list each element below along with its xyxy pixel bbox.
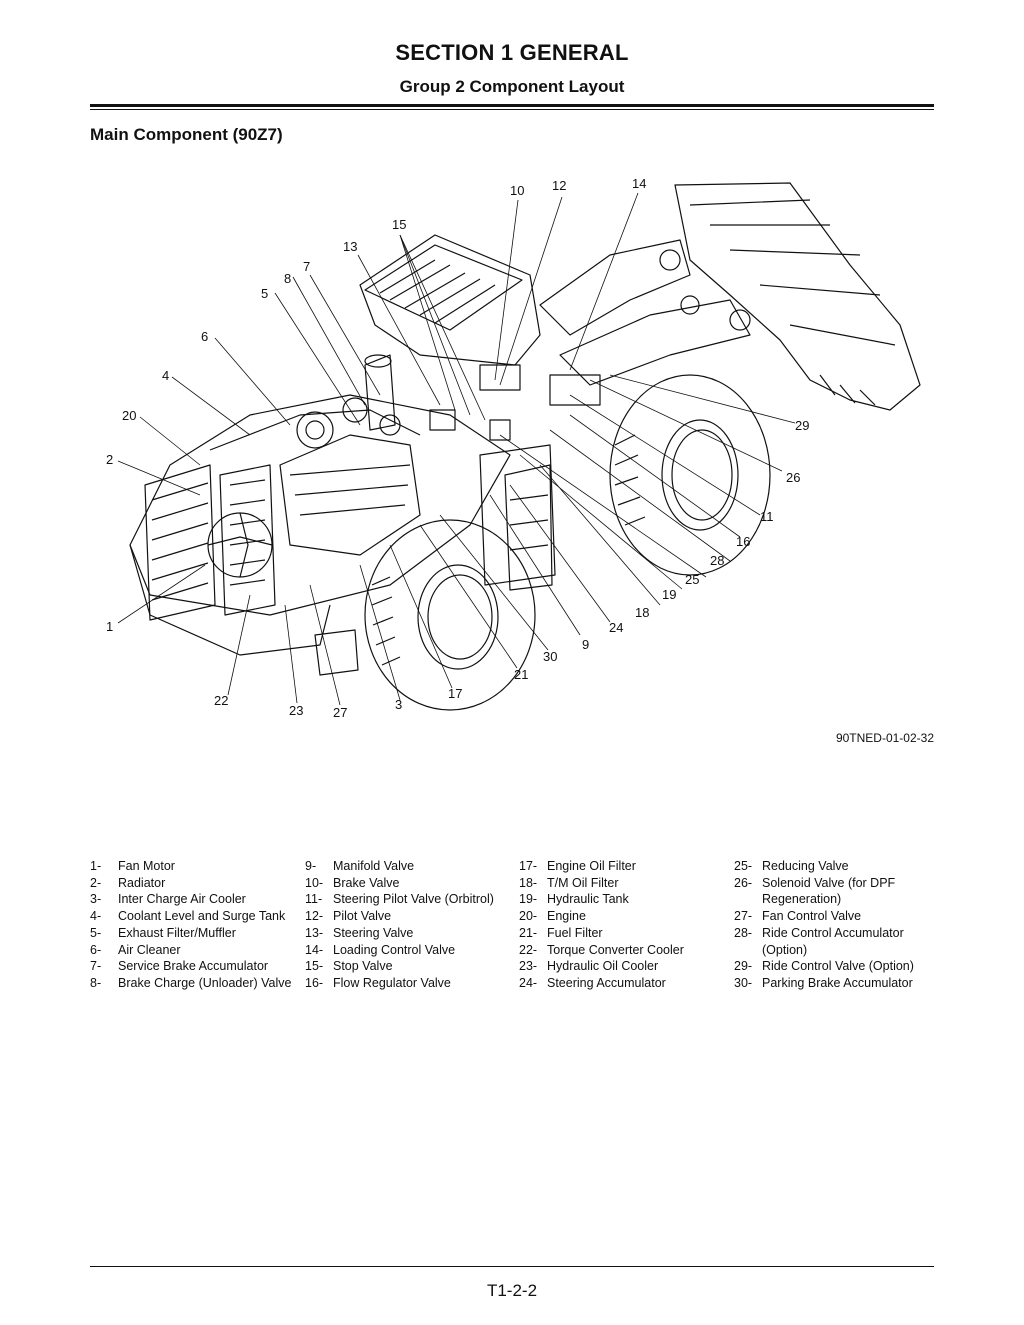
legend-item: 6-Air Cleaner: [90, 942, 181, 957]
section-title: SECTION 1 GENERAL: [395, 40, 629, 65]
callout-24: 24: [609, 620, 623, 635]
callout-1: 1: [106, 619, 113, 634]
callout-9: 9: [582, 637, 589, 652]
legend-item: 21-Fuel Filter: [519, 925, 603, 940]
wheel-loader-illustration: 10 12 14 15 13 7 8 5 6 4 20 2 1 22 23 27…: [106, 176, 921, 720]
callout-15: 15: [392, 217, 406, 232]
legend-item: 16-Flow Regulator Valve: [305, 975, 451, 990]
legend-item: 29-Ride Control Valve (Option): [734, 959, 914, 974]
header-rule-thin: [90, 109, 934, 110]
legend-item: 18-T/M Oil Filter: [519, 875, 619, 890]
callout-8: 8: [284, 271, 291, 286]
legend-item: 17-Engine Oil Filter: [519, 859, 636, 873]
callout-27: 27: [333, 705, 347, 720]
callout-17: 17: [448, 686, 462, 701]
legend-item: 8-Brake Charge (Unloader) Valve: [90, 975, 292, 990]
callout-23: 23: [289, 703, 303, 718]
engine: [279, 434, 421, 556]
callout-10: 10: [510, 183, 524, 198]
legend-item: 11-Steering Pilot Valve (Orbitrol): [305, 892, 494, 907]
callout-19: 19: [662, 587, 676, 602]
legend-item: Regeneration): [762, 892, 842, 907]
component-legend: 1-Fan Motor 2-Radiator 3-Inter Charge Ai…: [90, 858, 940, 998]
legend-item: 23-Hydraulic Oil Cooler: [519, 959, 659, 974]
legend-item: 12-Pilot Valve: [305, 909, 392, 924]
group-title: Group 2 Component Layout: [399, 77, 625, 96]
legend-item: 5-Exhaust Filter/Muffler: [90, 925, 236, 940]
front-tire: [364, 519, 536, 711]
legend-item: 2-Radiator: [90, 875, 166, 890]
legend-item: (Option): [762, 942, 808, 957]
callout-3: 3: [395, 697, 402, 712]
legend-item: 10-Brake Valve: [305, 875, 400, 890]
legend-item: 7-Service Brake Accumulator: [90, 959, 269, 974]
legend-item: 22-Torque Converter Cooler: [519, 942, 684, 957]
figure-id: 90TNED-01-02-32: [835, 731, 934, 745]
callout-21: 21: [514, 667, 528, 682]
legend-item: 27-Fan Control Valve: [734, 909, 862, 924]
callout-28: 28: [710, 553, 724, 568]
callout-14: 14: [632, 176, 646, 191]
legend-item: 13-Steering Valve: [305, 925, 414, 940]
boom-arm: [539, 239, 691, 336]
callout-20: 20: [122, 408, 136, 423]
callout-13: 13: [343, 239, 357, 254]
legend-item: 28-Ride Control Accumulator: [734, 925, 904, 940]
chassis: [129, 394, 511, 616]
legend-column-3: 17-Engine Oil Filter 18-T/M Oil Filter 1…: [519, 858, 684, 992]
cab: [359, 234, 541, 366]
page-number: T1-2-2: [486, 1281, 538, 1300]
radiator-grille: [144, 464, 216, 621]
legend-item: 4-Coolant Level and Surge Tank: [90, 909, 286, 924]
callout-30: 30: [543, 649, 557, 664]
callout-5: 5: [261, 286, 268, 301]
legend-item: 14-Loading Control Valve: [305, 942, 456, 957]
callout-25: 25: [685, 572, 699, 587]
legend-item: 20-Engine: [519, 909, 586, 924]
callout-22: 22: [214, 693, 228, 708]
legend-item: 15-Stop Valve: [305, 959, 393, 974]
callout-2: 2: [106, 452, 113, 467]
callout-4: 4: [162, 368, 169, 383]
legend-column-2: 9-Manifold Valve 10-Brake Valve 11-Steer…: [305, 858, 494, 992]
legend-item: 3-Inter Charge Air Cooler: [90, 892, 246, 907]
legend-item: 24-Steering Accumulator: [519, 975, 666, 990]
legend-item: 19-Hydraulic Tank: [519, 892, 629, 907]
callout-11: 11: [760, 509, 774, 524]
legend-item: 25-Reducing Valve: [734, 859, 849, 873]
sub-heading: Main Component (90Z7): [90, 125, 283, 144]
callout-18: 18: [635, 605, 649, 620]
callout-7: 7: [303, 259, 310, 274]
legend-item: 26-Solenoid Valve (for DPF: [734, 875, 896, 890]
callout-12: 12: [552, 178, 566, 193]
callout-29: 29: [795, 418, 809, 433]
callout-26: 26: [786, 470, 800, 485]
bucket: [674, 182, 921, 411]
legend-item: 30-Parking Brake Accumulator: [734, 975, 913, 990]
rear-tire: [609, 374, 771, 576]
fan: [207, 512, 273, 578]
legend-item: 1-Fan Motor: [90, 859, 175, 873]
header-rule: [90, 104, 934, 107]
legend-column-1: 1-Fan Motor 2-Radiator 3-Inter Charge Ai…: [90, 858, 291, 992]
legend-column-4: 25-Reducing Valve 26-Solenoid Valve (for…: [734, 858, 914, 992]
legend-item: 9-Manifold Valve: [305, 859, 415, 873]
footer-rule: [90, 1266, 934, 1267]
callout-16: 16: [736, 534, 750, 549]
callout-6: 6: [201, 329, 208, 344]
